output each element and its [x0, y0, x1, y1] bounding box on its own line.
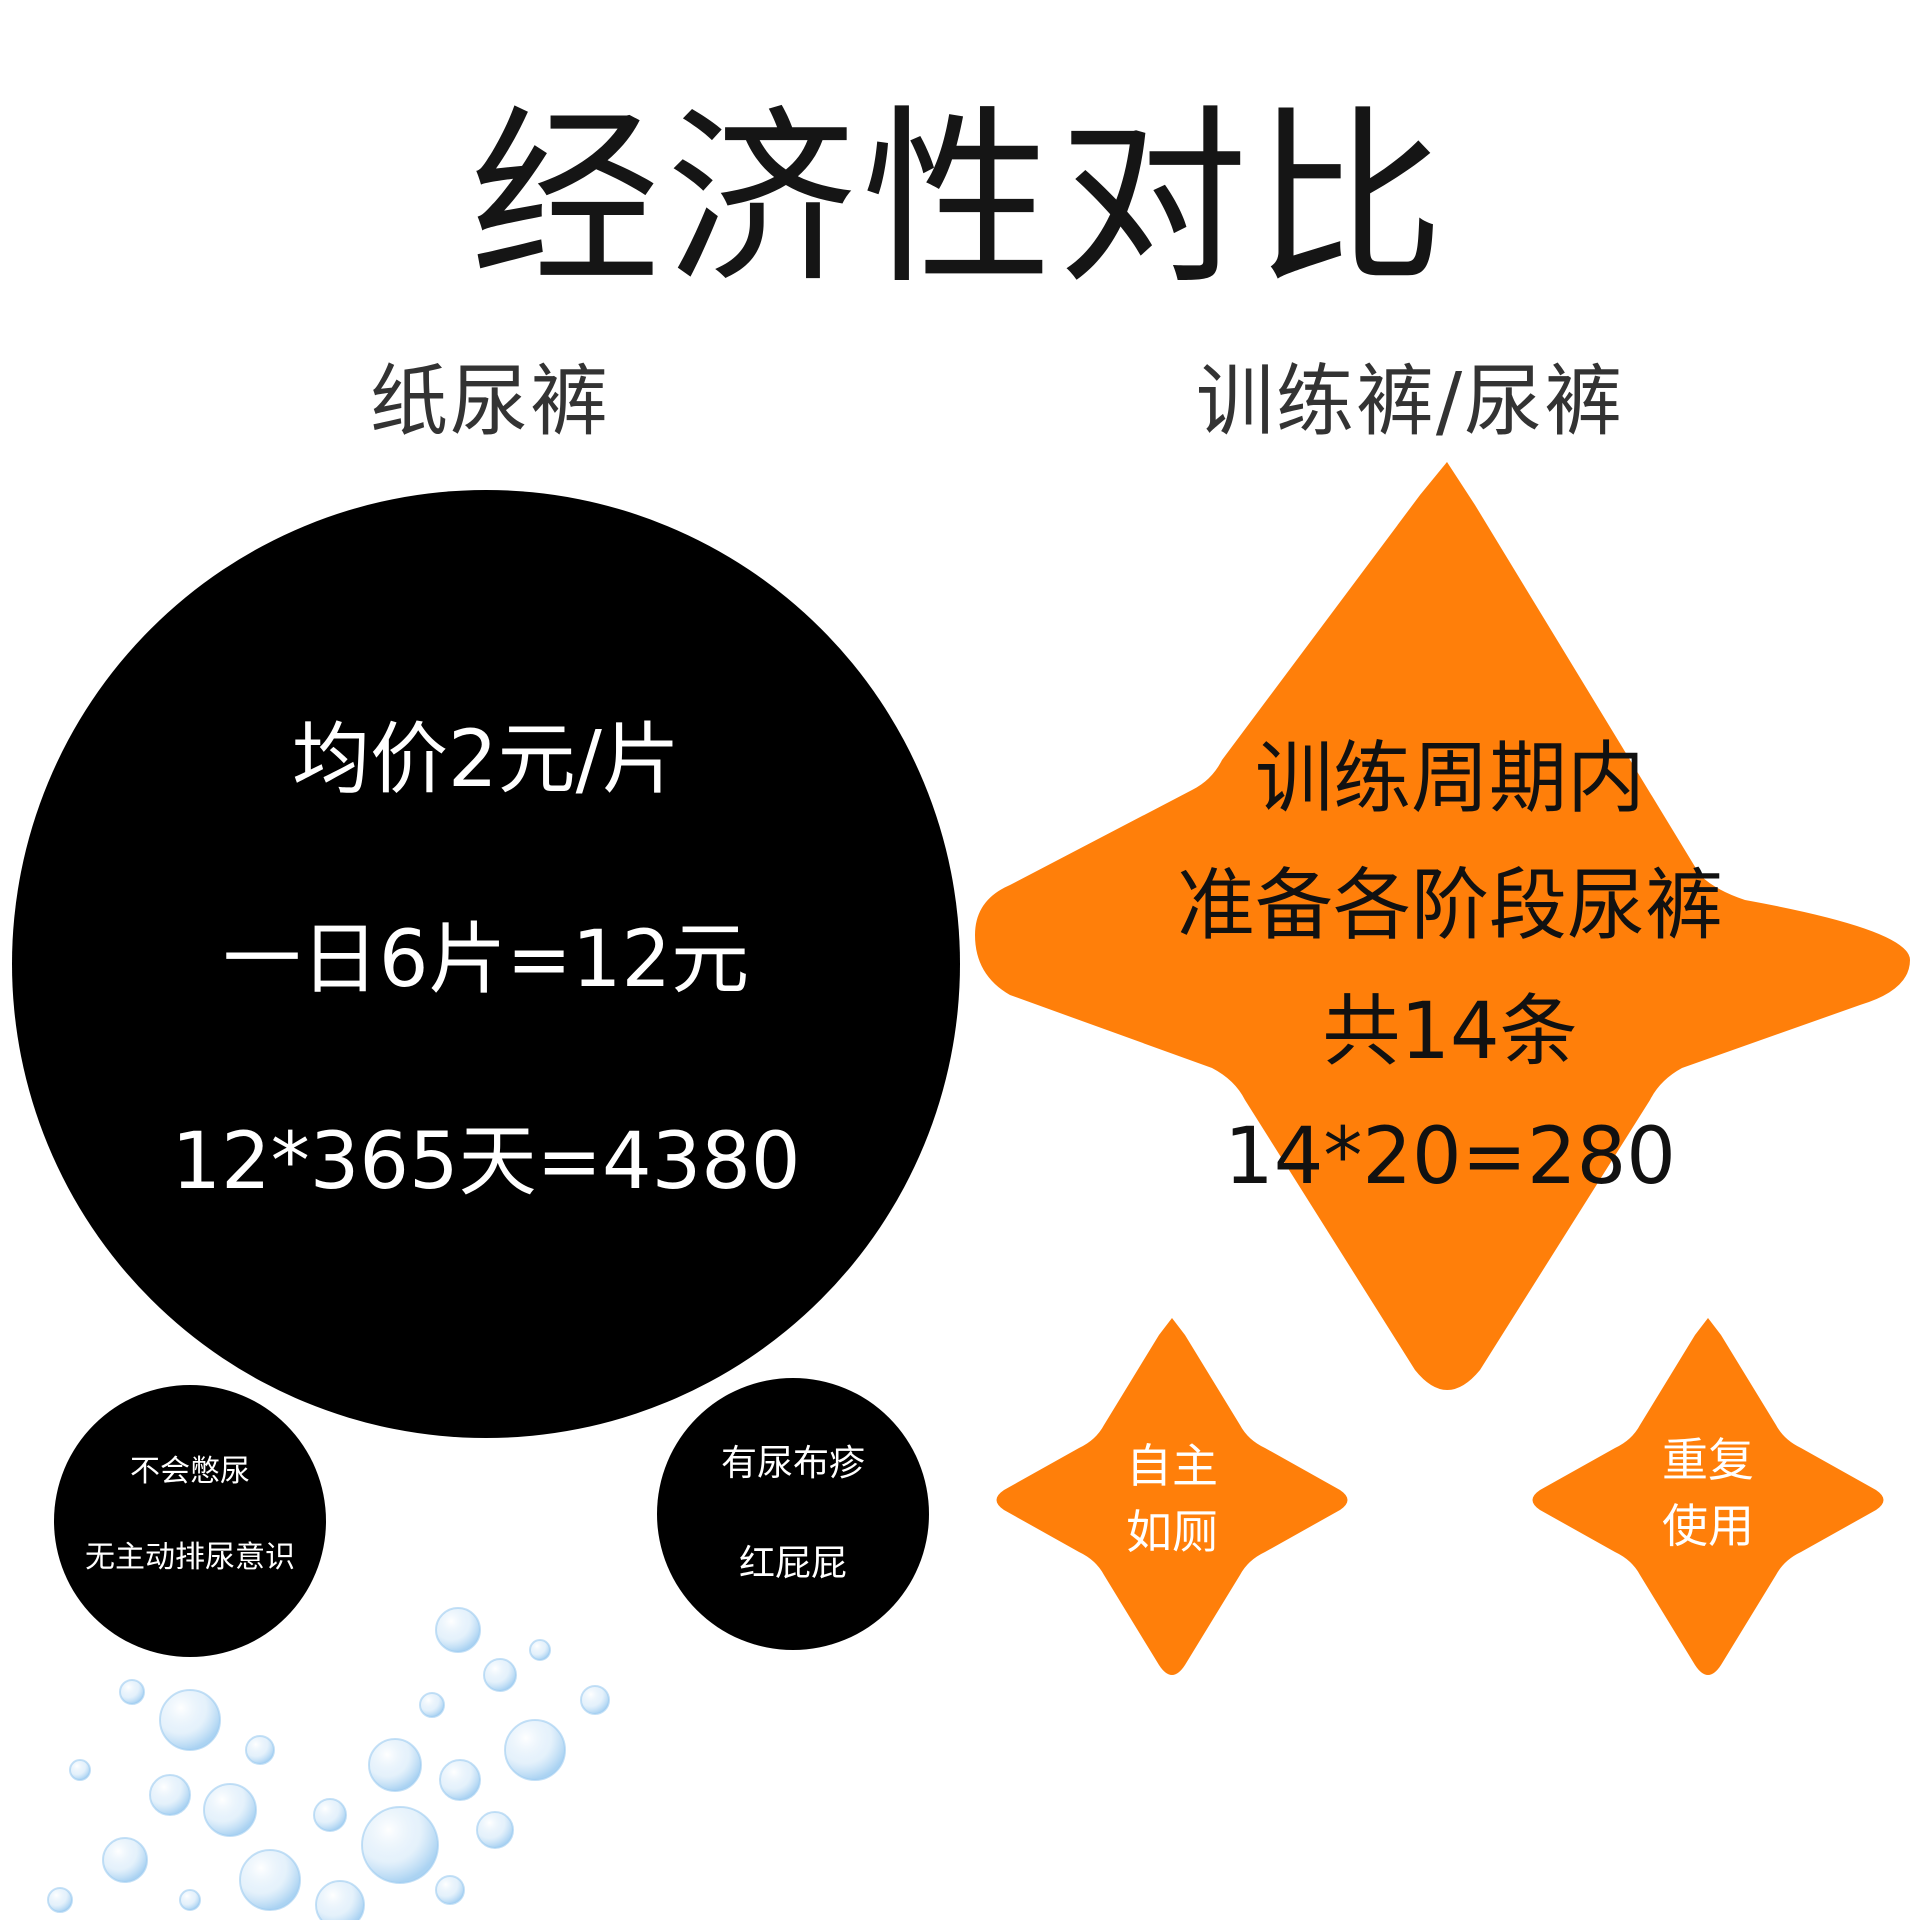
daily-cost-text: 一日6片=12元 [222, 915, 750, 1005]
bubbles-decoration [47, 1607, 610, 1920]
benefit-2-text: 重复 使用 [1596, 1434, 1820, 1564]
benefit-1-line2: 如厕 [1126, 1505, 1218, 1559]
benefit-2-line2: 使用 [1662, 1499, 1754, 1553]
drawback-1-line2: 无主动排尿意识 [85, 1540, 295, 1575]
left-heading: 纸尿裤 [369, 357, 610, 447]
drawback-1-line1: 不会憋尿 [130, 1454, 250, 1489]
right-heading: 训练裤/尿裤 [1195, 357, 1625, 447]
benefit-1-line1: 自主 [1126, 1439, 1218, 1493]
benefit-1-text: 自主 如厕 [1060, 1440, 1284, 1570]
drawback-2-line2: 红屁屁 [738, 1543, 847, 1584]
training-line1: 训练周期内 [1254, 734, 1645, 824]
yearly-cost-text: 12*365天=4380 [171, 1117, 801, 1207]
training-line4: 14*20=280 [1224, 1112, 1676, 1202]
training-line3: 共14条 [1322, 987, 1578, 1077]
benefit-2-line1: 重复 [1662, 1433, 1754, 1487]
drawback-2-line1: 有尿布疹 [720, 1443, 865, 1484]
drawback-circle-1: 不会憋尿 无主动排尿意识 [54, 1385, 326, 1657]
drawback-circle-2: 有尿布疹 红屁屁 [657, 1378, 929, 1650]
diaper-cost-circle: 均价2元/片 一日6片=12元 12*365天=4380 [12, 490, 960, 1438]
training-line2: 准备各阶段尿裤 [1176, 861, 1723, 951]
page-title: 经济性对比 [469, 89, 1450, 310]
unit-price-text: 均价2元/片 [292, 715, 680, 805]
training-pants-text: 训练周期内 准备各阶段尿裤 共14条 14*20=280 [1040, 734, 1860, 1201]
